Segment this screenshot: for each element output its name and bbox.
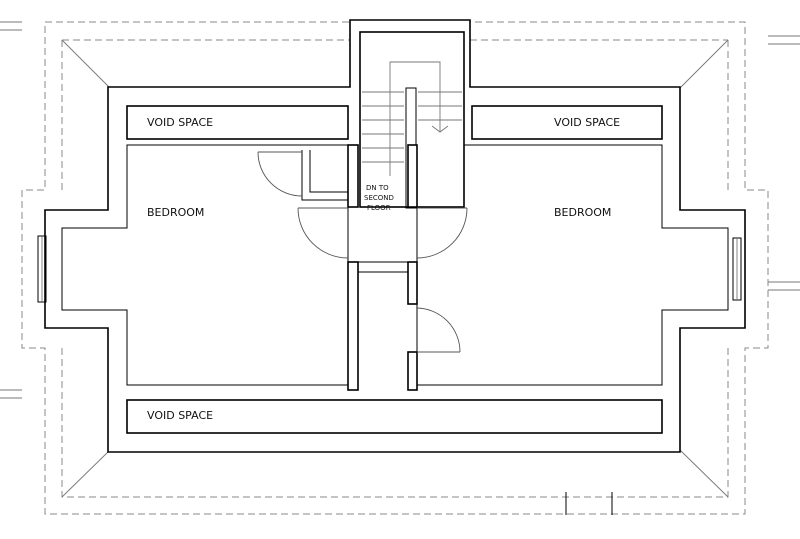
stair-note-line-3: FLOOR xyxy=(367,204,391,212)
bedroom-label-left: BEDROOM xyxy=(147,206,204,219)
void-space-label-bottom: VOID SPACE xyxy=(147,409,213,422)
window-left xyxy=(37,235,47,303)
void-space-bottom xyxy=(126,399,663,434)
void-space-top-left xyxy=(126,105,349,140)
stair-note: DN TO SECOND FLOOR xyxy=(364,184,394,212)
door-swings xyxy=(257,151,468,353)
void-space-label-top-left: VOID SPACE xyxy=(147,116,213,129)
reference-marks xyxy=(0,21,800,515)
bedroom-label-right: BEDROOM xyxy=(554,206,611,219)
window-right xyxy=(732,237,742,301)
void-space-label-top-right: VOID SPACE xyxy=(554,116,620,129)
stair-note-line-2: SECOND xyxy=(364,194,394,202)
void-space-top-right xyxy=(471,105,663,140)
stair-note-line-1: DN TO xyxy=(366,184,389,192)
interior-walls xyxy=(301,144,418,391)
